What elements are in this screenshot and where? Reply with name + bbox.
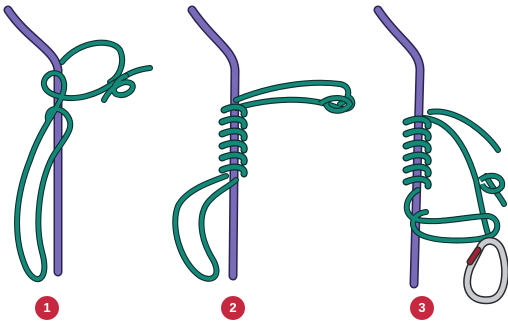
cord-wraps — [406, 119, 428, 186]
step-1-illustration — [8, 10, 150, 279]
cord-loop — [175, 176, 236, 279]
step-number-label: 2 — [229, 300, 236, 315]
step-number-badge-3: 3 — [410, 296, 434, 320]
step-number-label: 1 — [43, 300, 50, 315]
carabiner-icon — [467, 241, 505, 300]
step-number-label: 3 — [418, 300, 425, 315]
cord-front — [17, 68, 150, 279]
step-3-illustration — [378, 10, 505, 300]
cord-back — [62, 43, 122, 82]
step-2-illustration — [175, 10, 352, 279]
cord-tails — [236, 83, 352, 111]
step-number-badge-2: 2 — [221, 296, 245, 320]
step-number-badge-1: 1 — [35, 296, 59, 320]
cord-wraps — [222, 107, 244, 174]
